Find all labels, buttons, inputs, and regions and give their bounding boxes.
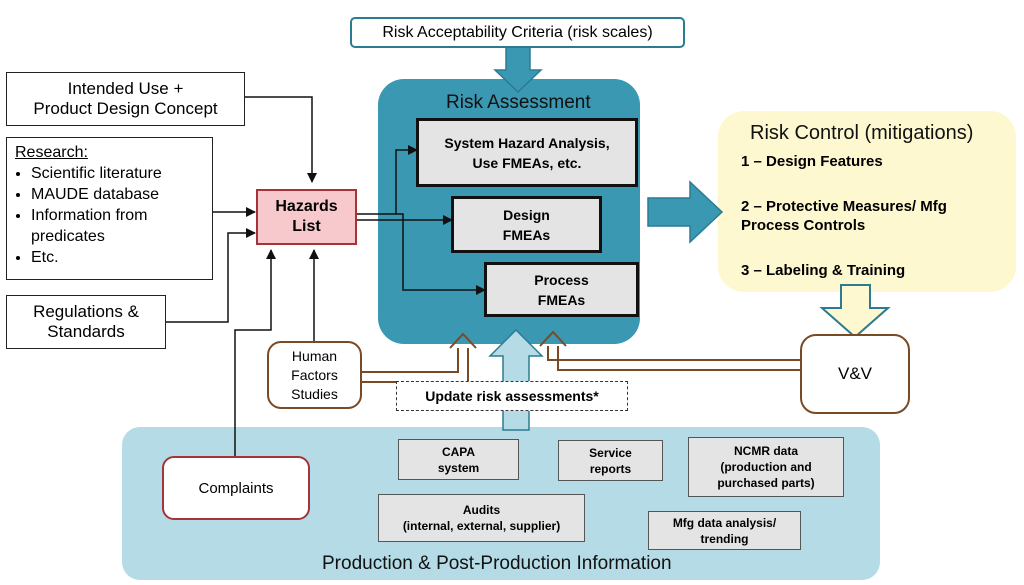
audits-box: Audits (internal, external, supplier) [378, 494, 585, 542]
complaints-box: Complaints [162, 456, 310, 520]
human-factors-box: Human Factors Studies [267, 341, 362, 409]
update-risk-assessments-text: Update risk assessments* [425, 388, 599, 404]
research-title: Research: [15, 144, 88, 161]
regulations-box: Regulations & Standards [6, 295, 166, 349]
system-hazard-analysis-box: System Hazard Analysis, Use FMEAs, etc. [416, 118, 638, 187]
control-to-vv-arrow [819, 284, 891, 339]
risk-assessment-title: Risk Assessment [446, 92, 591, 113]
complaints-label: Complaints [198, 479, 274, 497]
production-to-assessment-arrow [488, 328, 544, 431]
intended-use-connector [245, 96, 317, 183]
hazards-list-box: Hazards List [256, 189, 357, 245]
research-list: Scientific literature MAUDE database Inf… [15, 163, 204, 268]
production-title: Production & Post-Production Information [322, 553, 672, 574]
research-item: Information from predicates [31, 205, 204, 247]
criteria-arrow [493, 46, 543, 94]
risk-control-item-3: 3 – Labeling & Training [741, 262, 906, 279]
research-item: Scientific literature [31, 163, 204, 184]
risk-acceptability-criteria-label: Risk Acceptability Criteria (risk scales… [382, 23, 653, 41]
hazards-to-system-connector [357, 145, 418, 215]
ncmr-data-box: NCMR data (production and purchased part… [688, 437, 844, 497]
update-risk-assessments-label: Update risk assessments* [396, 381, 628, 411]
intended-use-box: Intended Use + Product Design Concept [6, 72, 245, 126]
regulations-connector [166, 228, 256, 323]
design-fmeas-box: Design FMEAs [451, 196, 602, 253]
capa-system-box: CAPA system [398, 439, 519, 480]
research-item: MAUDE database [31, 184, 204, 205]
service-reports-box: Service reports [558, 440, 663, 481]
risk-acceptability-criteria: Risk Acceptability Criteria (risk scales… [350, 17, 685, 48]
mfg-data-analysis-box: Mfg data analysis/ trending [648, 511, 801, 550]
process-fmeas-box: Process FMEAs [484, 262, 639, 317]
vv-label: V&V [837, 364, 873, 383]
complaints-connector [234, 249, 276, 456]
vv-box: V&V [800, 334, 910, 414]
human-factors-feedback-arrow [362, 332, 477, 383]
research-item: Etc. [31, 247, 204, 268]
risk-control-item-1: 1 – Design Features [741, 153, 883, 170]
assessment-to-control-arrow [647, 180, 724, 244]
risk-control-title: Risk Control (mitigations) [750, 122, 974, 144]
risk-control-region [718, 111, 1016, 292]
risk-control-item-2: 2 – Protective Measures/ Mfg Process Con… [741, 198, 947, 234]
research-box: Research: Scientific literature MAUDE da… [6, 137, 213, 280]
vv-feedback-arrow [539, 330, 802, 371]
hazards-to-process-connector [396, 213, 486, 295]
